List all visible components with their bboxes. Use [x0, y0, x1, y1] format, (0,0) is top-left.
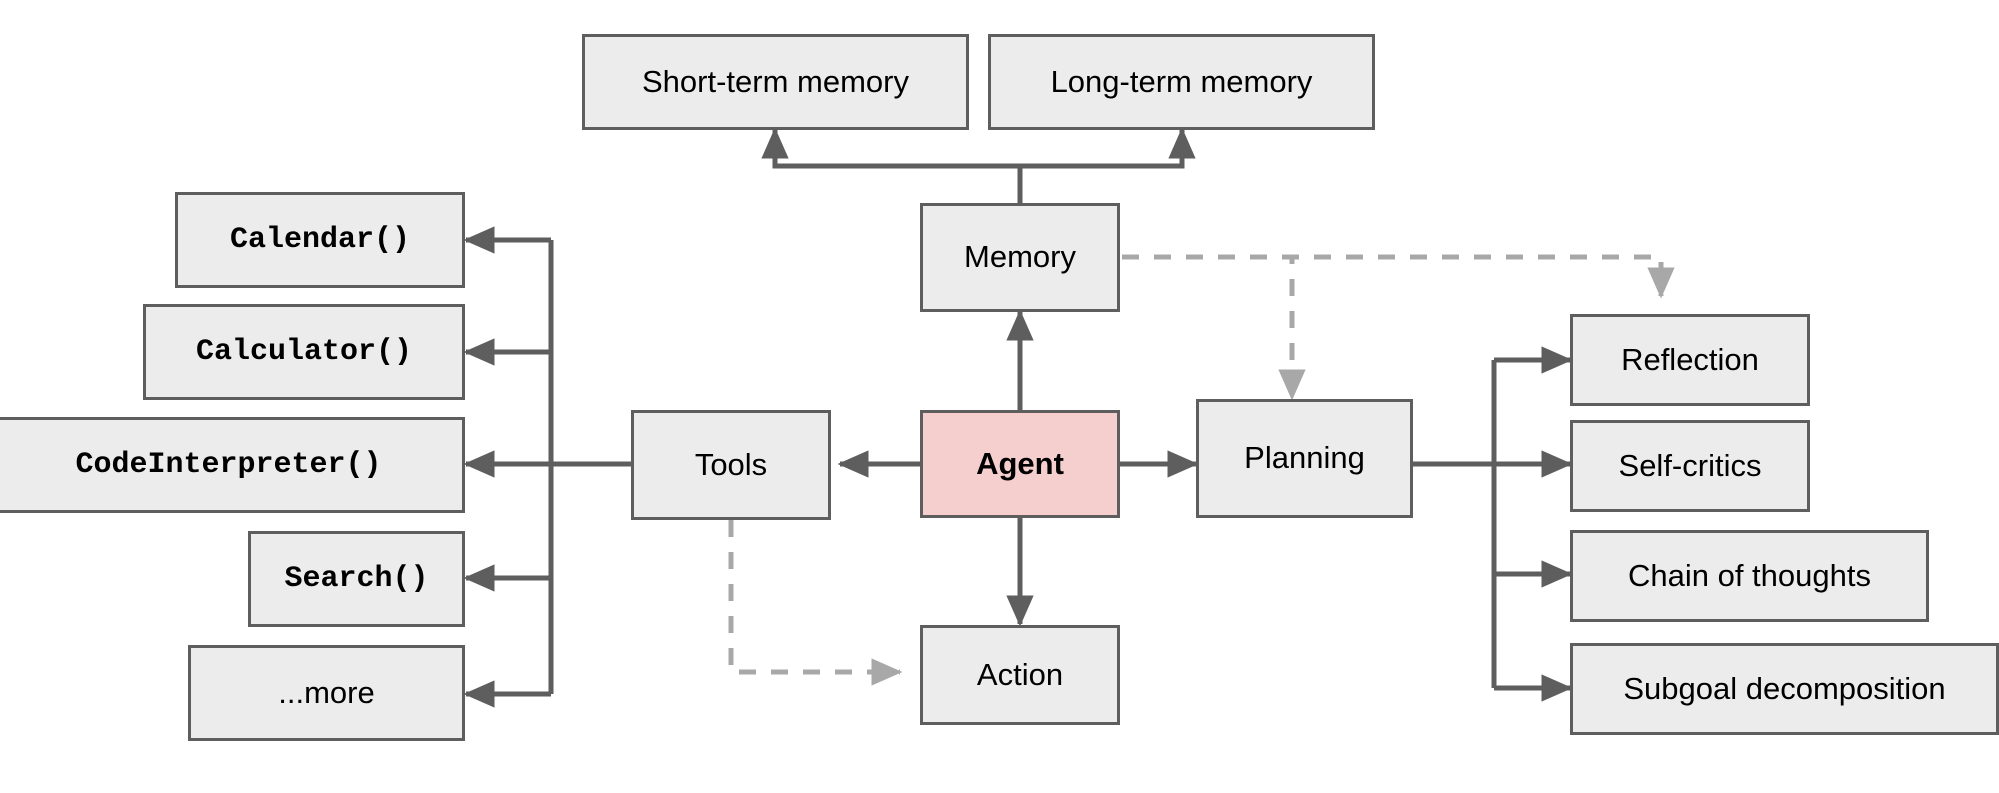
- node-label: Self-critics: [1618, 447, 1762, 483]
- node-long-term-memory[interactable]: Long-term memory: [988, 34, 1375, 130]
- node-short-term-memory[interactable]: Short-term memory: [582, 34, 969, 130]
- edge-memory-to-short-term: [761, 127, 1020, 169]
- node-label: CodeInterpreter(): [75, 447, 382, 482]
- node-more[interactable]: ...more: [188, 645, 465, 741]
- node-agent[interactable]: Agent: [920, 410, 1120, 518]
- edge-memory-to-long-term: [1020, 127, 1196, 169]
- node-self-critics[interactable]: Self-critics: [1570, 420, 1810, 512]
- node-label: Short-term memory: [642, 63, 909, 99]
- node-label: ...more: [278, 674, 375, 710]
- edge-tools-to-action-dashed: [728, 520, 903, 686]
- node-calendar[interactable]: Calendar(): [175, 192, 465, 288]
- node-calculator[interactable]: Calculator(): [143, 304, 465, 400]
- node-label: Search(): [284, 561, 429, 596]
- node-label: Long-term memory: [1050, 63, 1313, 99]
- node-subgoal-decomposition[interactable]: Subgoal decomposition: [1570, 643, 1999, 735]
- edge-memory-to-reflection-dashed: [1122, 254, 1675, 299]
- node-label: Chain of thoughts: [1627, 557, 1871, 593]
- node-action[interactable]: Action: [920, 625, 1120, 725]
- node-label: Tools: [694, 446, 768, 482]
- edge-memory-to-planning-dashed: [1122, 254, 1306, 401]
- node-code-interpreter[interactable]: CodeInterpreter(): [0, 417, 465, 513]
- node-planning[interactable]: Planning: [1196, 399, 1413, 518]
- node-search[interactable]: Search(): [248, 531, 465, 627]
- node-chain-of-thoughts[interactable]: Chain of thoughts: [1570, 530, 1929, 622]
- node-label: Reflection: [1621, 341, 1759, 377]
- node-label: Agent: [976, 445, 1064, 481]
- node-label: Memory: [964, 239, 1076, 275]
- node-label: Planning: [1244, 440, 1365, 476]
- node-label: Subgoal decomposition: [1623, 670, 1946, 706]
- node-memory[interactable]: Memory: [920, 203, 1120, 312]
- node-label: Calculator(): [195, 334, 413, 369]
- node-reflection[interactable]: Reflection: [1570, 314, 1810, 406]
- node-tools[interactable]: Tools: [631, 410, 831, 520]
- node-label: Calendar(): [229, 222, 411, 257]
- node-label: Action: [976, 656, 1064, 692]
